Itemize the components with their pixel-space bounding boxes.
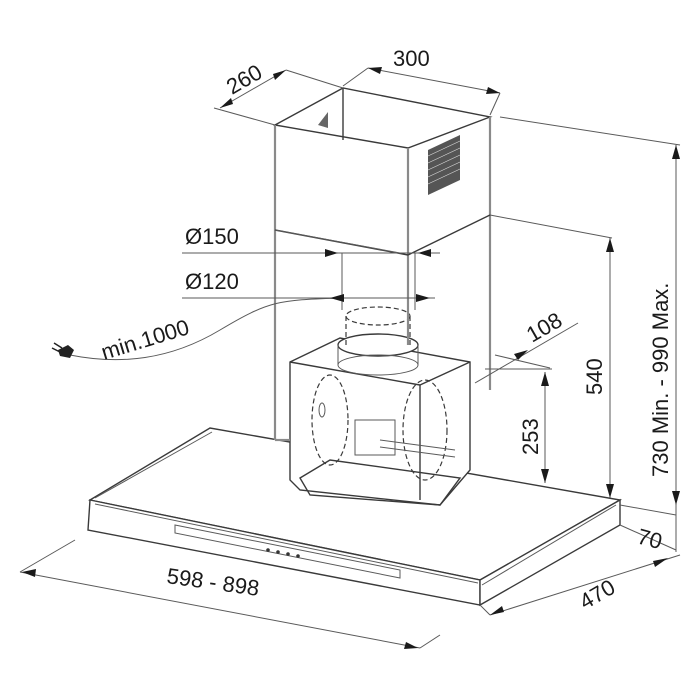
dim-chimney-depth: 260 <box>222 59 266 99</box>
dim-chimney-lower-height: 540 <box>582 358 607 395</box>
control-buttons <box>266 548 300 558</box>
plug-icon <box>51 342 74 358</box>
dim-total-height: 730 Min. - 990 Max. <box>648 283 673 477</box>
dim-canopy-thickness: 70 <box>635 524 665 554</box>
chimney <box>272 87 493 442</box>
canopy <box>87 427 623 607</box>
control-strip <box>174 524 401 579</box>
dim-chimney-width: 300 <box>393 46 430 71</box>
dim-outlet-offset: 108 <box>522 307 566 347</box>
dimension-lines <box>19 67 681 649</box>
motor-housing <box>289 306 471 506</box>
power-cable <box>51 297 341 361</box>
dim-outlet-diameter-150: Ø150 <box>185 224 239 249</box>
dim-canopy-depth: 470 <box>575 574 619 614</box>
vent-grille <box>427 135 461 195</box>
dim-outlet-diameter-120: Ø120 <box>185 269 239 294</box>
dim-canopy-width: 598 - 898 <box>165 563 261 601</box>
dim-motor-height: 253 <box>518 418 543 455</box>
